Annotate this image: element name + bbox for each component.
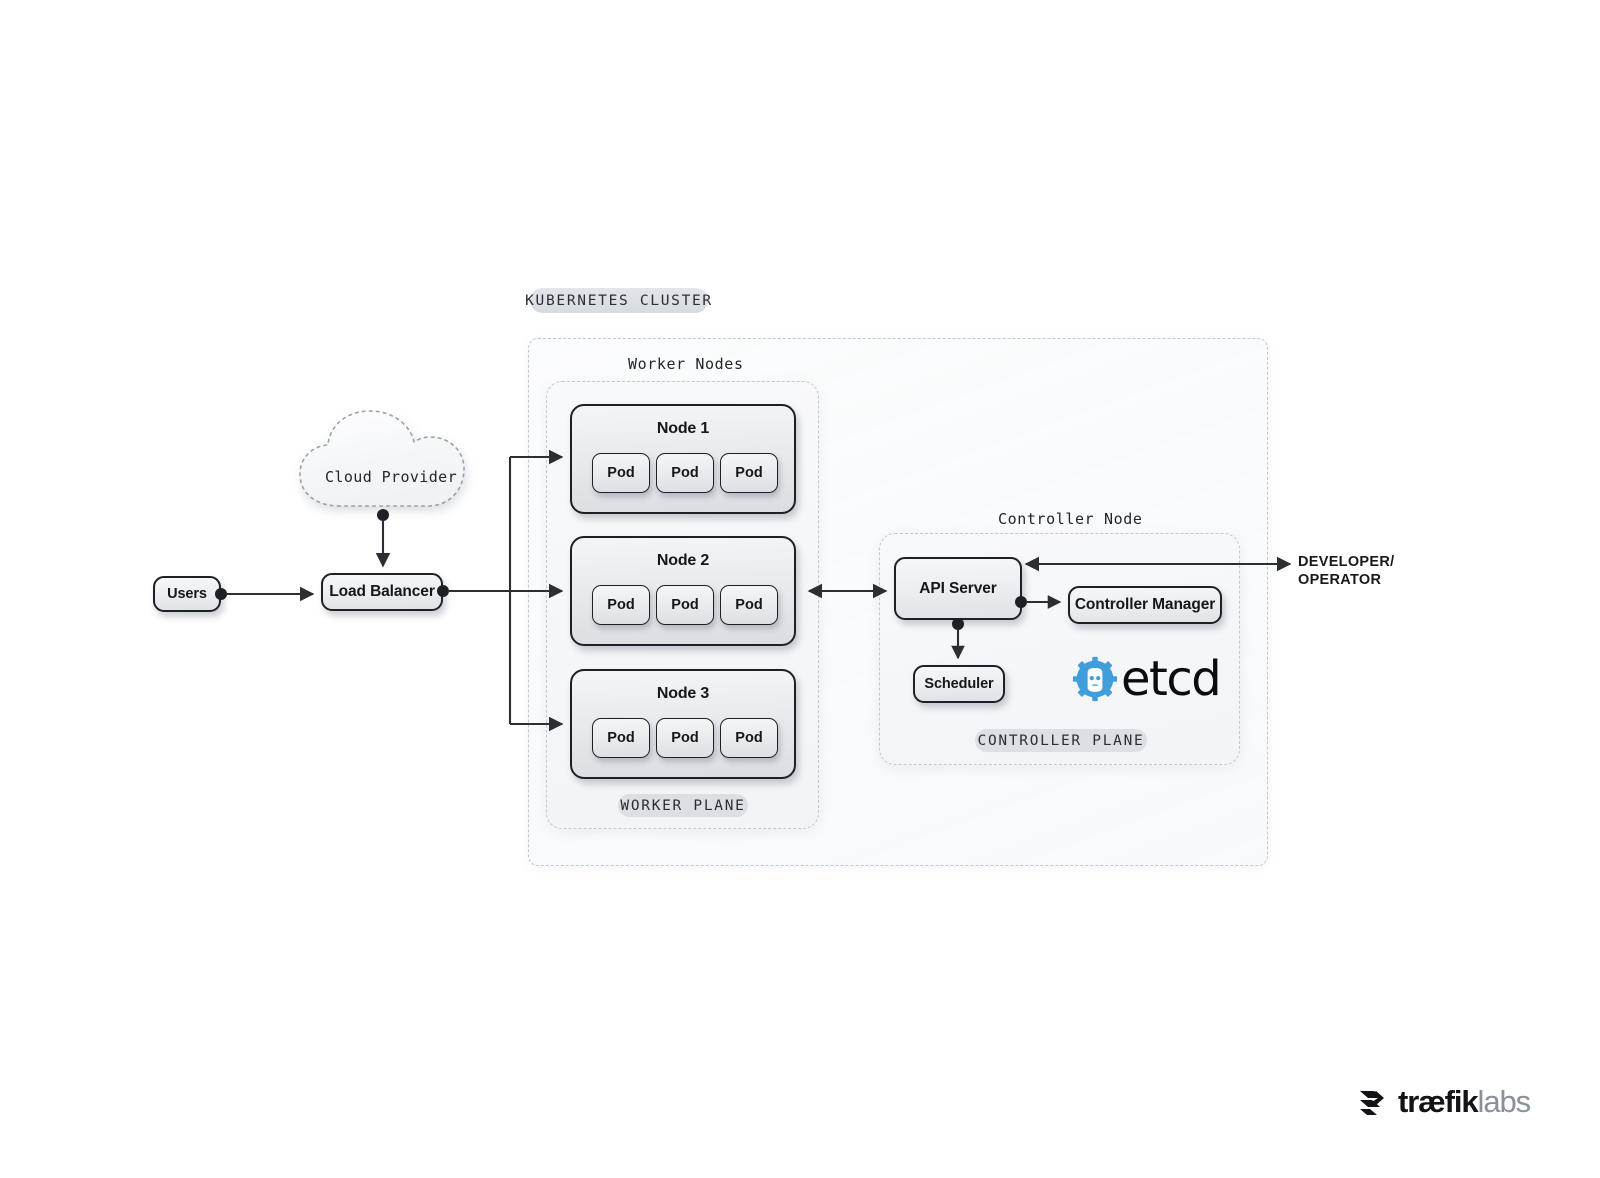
worker-node-1-pod-3[interactable]: Pod bbox=[720, 453, 778, 493]
cloud-provider-shape[interactable] bbox=[292, 406, 482, 521]
brand-name-labs: labs bbox=[1477, 1084, 1532, 1119]
brand-name-traefik: træfik bbox=[1398, 1084, 1479, 1119]
worker-node-3-pod-1[interactable]: Pod bbox=[592, 718, 650, 758]
users-box[interactable]: Users bbox=[153, 576, 221, 612]
load-balancer-box[interactable]: Load Balancer bbox=[321, 573, 443, 611]
developer-operator-line-2: OPERATOR bbox=[1298, 572, 1382, 589]
kubernetes-cluster-badge: KUBERNETES CLUSTER bbox=[525, 288, 711, 313]
cloud-provider-label: Cloud Provider bbox=[325, 468, 458, 486]
cloud-icon bbox=[299, 410, 465, 507]
worker-node-1-pod-1[interactable]: Pod bbox=[592, 453, 650, 493]
load-balancer-outport-dot bbox=[437, 585, 449, 597]
developer-operator-line-1: DEVELOPER/ bbox=[1298, 554, 1395, 570]
worker-node-2-pod-2[interactable]: Pod bbox=[656, 585, 714, 625]
worker-plane-badge: WORKER PLANE bbox=[618, 794, 748, 817]
worker-node-3-pod-3[interactable]: Pod bbox=[720, 718, 778, 758]
controller-plane-badge: CONTROLLER PLANE bbox=[975, 729, 1147, 752]
worker-node-2-pod-3[interactable]: Pod bbox=[720, 585, 778, 625]
cloud-outport-dot bbox=[377, 509, 389, 521]
worker-node-3-label: Node 3 bbox=[656, 685, 710, 702]
traefik-labs-logo: træfik labs bbox=[1358, 1084, 1532, 1119]
worker-node-2[interactable]: Node 2 Pod Pod Pod bbox=[570, 536, 796, 646]
etcd-wordmark: etcd bbox=[1121, 651, 1222, 707]
worker-node-3-pod-2[interactable]: Pod bbox=[656, 718, 714, 758]
worker-node-2-pod-1[interactable]: Pod bbox=[592, 585, 650, 625]
controller-manager-box[interactable]: Controller Manager bbox=[1068, 586, 1222, 624]
api-server-box[interactable]: API Server bbox=[894, 557, 1022, 620]
worker-nodes-title: Worker Nodes bbox=[628, 355, 744, 373]
worker-node-3[interactable]: Node 3 Pod Pod Pod bbox=[570, 669, 796, 779]
worker-node-2-label: Node 2 bbox=[656, 552, 710, 569]
worker-node-1[interactable]: Node 1 Pod Pod Pod bbox=[570, 404, 796, 514]
controller-node-title: Controller Node bbox=[998, 510, 1143, 528]
scheduler-box[interactable]: Scheduler bbox=[913, 665, 1005, 703]
worker-node-1-label: Node 1 bbox=[656, 420, 710, 437]
api-server-bottom-port-dot bbox=[952, 618, 964, 630]
traefik-chevron-mark-icon bbox=[1360, 1090, 1384, 1115]
users-outport-dot bbox=[215, 588, 227, 600]
worker-node-1-pod-2[interactable]: Pod bbox=[656, 453, 714, 493]
etcd-gear-robot-icon bbox=[1072, 656, 1118, 702]
api-server-right-port-dot bbox=[1015, 596, 1027, 608]
etcd-logo: etcd bbox=[1072, 651, 1222, 707]
developer-operator-annotation: DEVELOPER/ OPERATOR bbox=[1298, 553, 1394, 589]
